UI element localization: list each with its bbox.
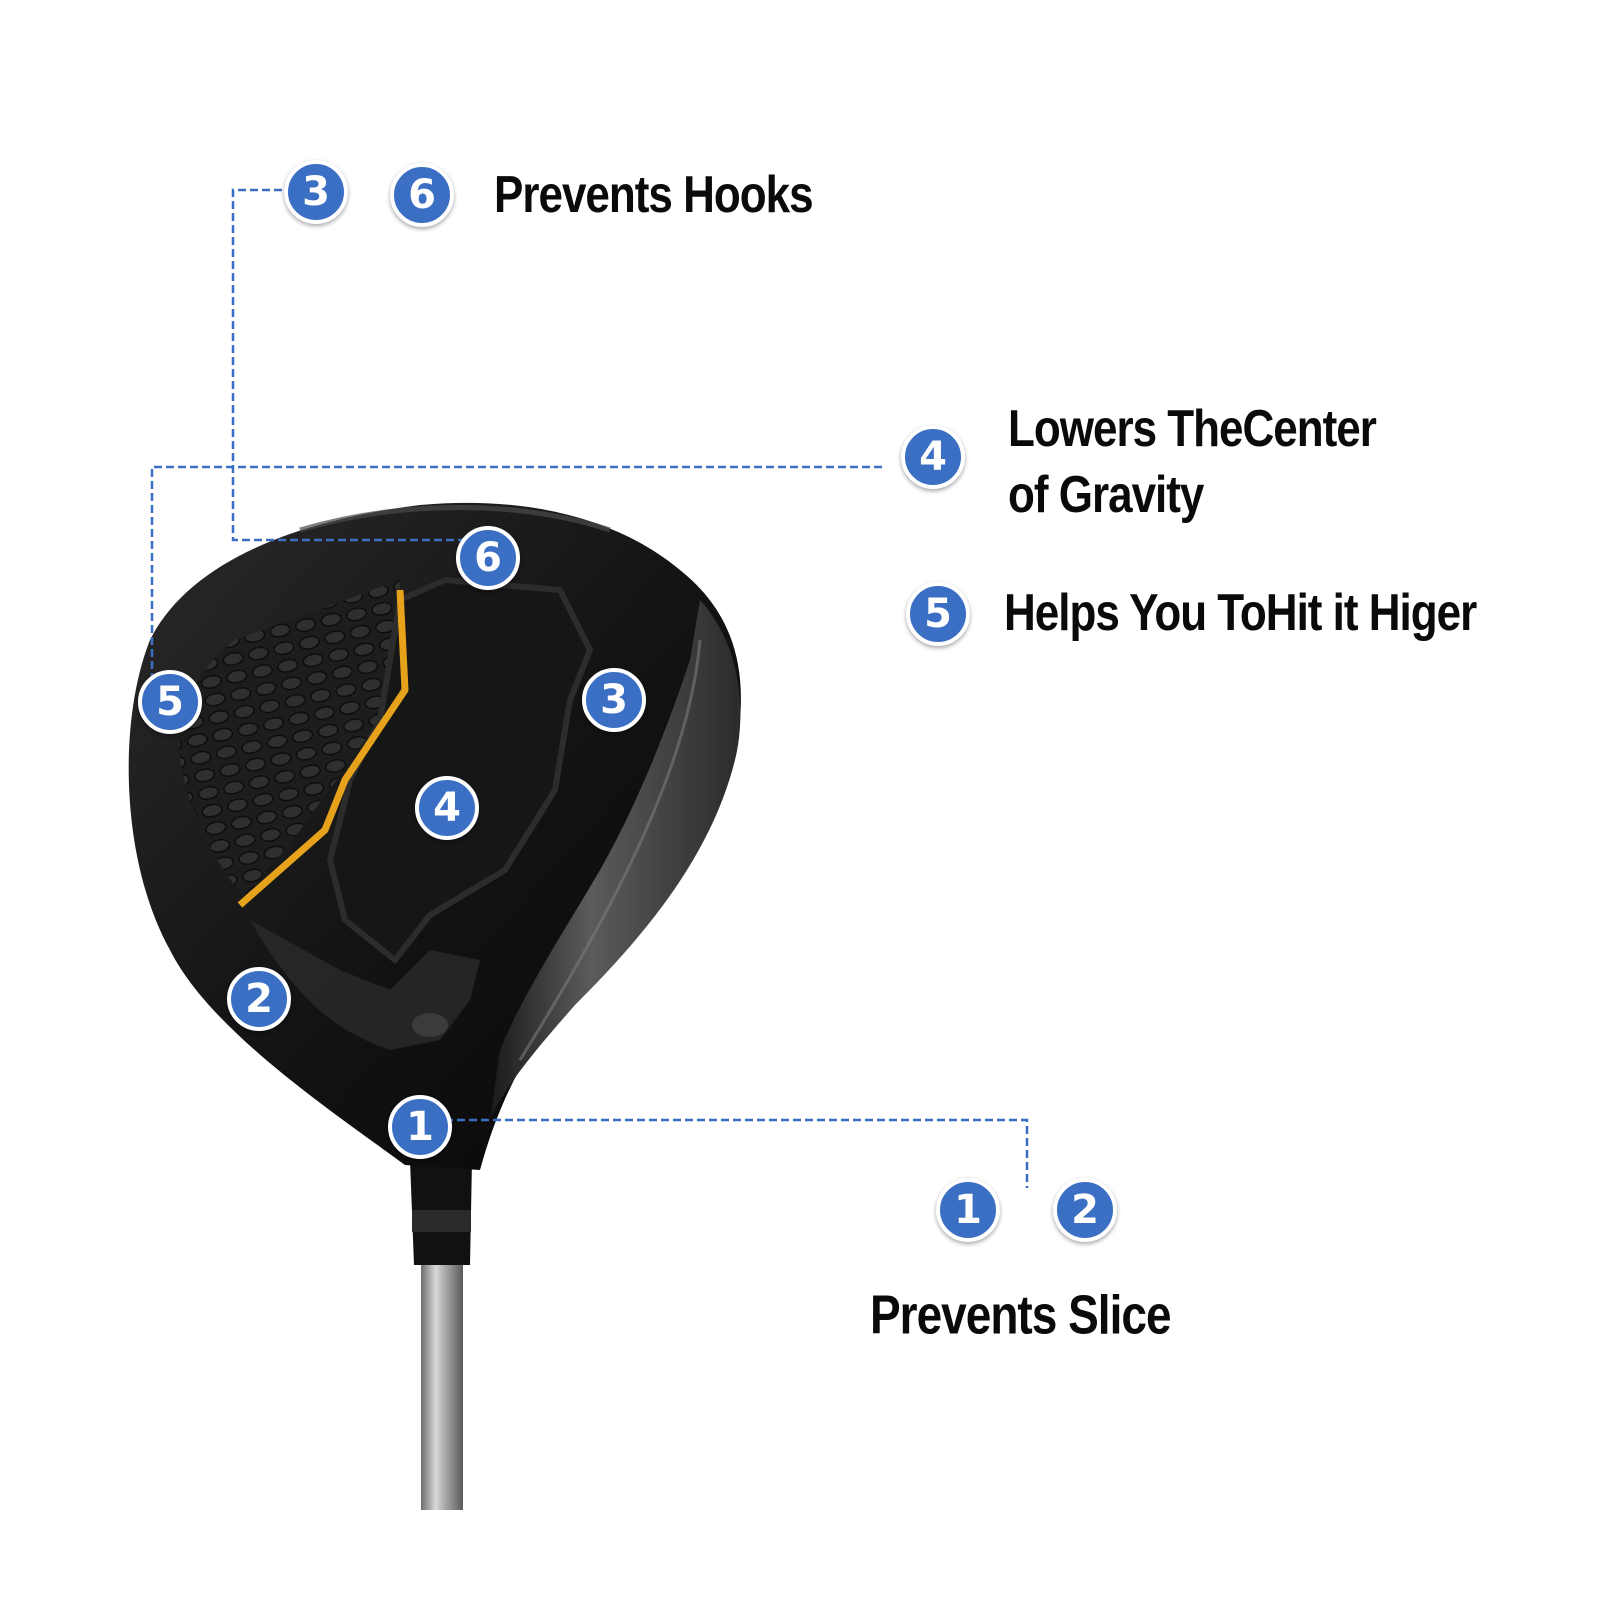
callout-badge-5: 5	[906, 582, 970, 646]
head-marker-4: 4	[415, 776, 479, 840]
head-marker-5: 5	[138, 670, 202, 734]
label-prevents-slice: Prevents Slice	[870, 1284, 1172, 1346]
callout-badge-1: 1	[936, 1178, 1000, 1242]
label-gravity-line1: Lowers TheCenter	[1008, 400, 1377, 458]
callout-badge-4: 4	[901, 425, 965, 489]
callout-badge-2: 2	[1053, 1178, 1117, 1242]
callout-badge-3: 3	[284, 160, 348, 224]
head-marker-6: 6	[456, 526, 520, 590]
head-marker-2: 2	[227, 967, 291, 1031]
head-marker-3: 3	[582, 668, 646, 732]
club-face	[490, 600, 741, 1120]
label-hit-higher: Helps You ToHit it Higer	[1004, 584, 1477, 642]
callout-badge-6: 6	[390, 163, 454, 227]
label-gravity-line2: of Gravity	[1008, 466, 1204, 524]
label-prevents-hooks: Prevents Hooks	[494, 166, 814, 224]
head-marker-1: 1	[388, 1095, 452, 1159]
